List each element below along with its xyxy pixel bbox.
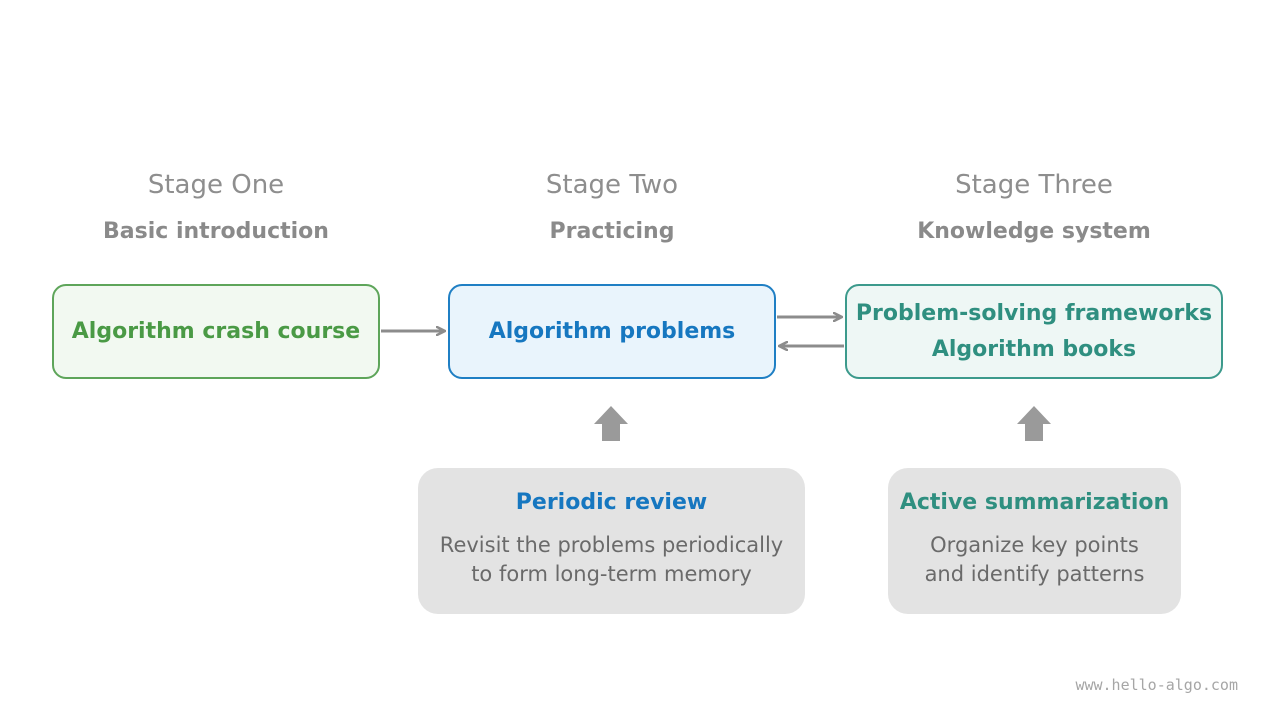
books-label: Algorithm books [931,336,1137,362]
periodic-review-card: Periodic review Revisit the problems per… [418,468,805,614]
arrow-up-icon [1017,406,1051,441]
stage-one-title: Stage One [147,170,285,200]
stage-two-title: Stage Two [545,170,679,200]
algorithm-problems-box: Algorithm problems [448,284,776,379]
knowledge-system-box: Problem-solving frameworks Algorithm boo… [845,284,1223,379]
periodic-review-line-1: Revisit the problems periodically [439,533,784,557]
stage-two-subtitle: Practicing [549,219,675,244]
watermark: www.hello-algo.com [1075,676,1238,694]
active-summarization-title: Active summarization [899,490,1170,515]
frameworks-label: Problem-solving frameworks [855,300,1213,326]
crash-course-label: Algorithm crash course [71,318,361,344]
active-summarization-card: Active summarization Organize key points… [888,468,1181,614]
stage-three-title: Stage Three [955,170,1113,200]
arrow-up-icon [594,406,628,441]
algorithm-problems-label: Algorithm problems [488,318,736,344]
stage-one-subtitle: Basic introduction [103,219,329,244]
crash-course-box: Algorithm crash course [52,284,380,379]
stage-three-subtitle: Knowledge system [917,219,1151,244]
active-summarization-line-2: and identify patterns [924,562,1145,586]
active-summarization-line-1: Organize key points [930,533,1139,557]
periodic-review-line-2: to form long-term memory [471,562,752,586]
periodic-review-title: Periodic review [515,490,708,515]
